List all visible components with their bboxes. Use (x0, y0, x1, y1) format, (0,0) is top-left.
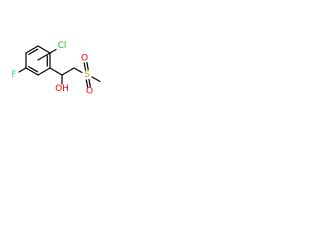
bond-sulfur-to-oxygen-top-2 (86, 61, 89, 71)
chlorine-label: Cl (58, 41, 67, 51)
fluorine-label: F (11, 70, 16, 80)
sulfonyl-oxygen-top-label: O (81, 54, 88, 64)
hydroxyl-label: OH (55, 84, 69, 94)
bond-sulfur-to-methyl (91, 76, 101, 83)
ring-bond-6 (25, 45, 39, 54)
bond-ring-to-carbinol (49, 67, 63, 76)
ring-bond-3 (37, 67, 51, 76)
ring-bond-4-inner (28, 65, 39, 73)
benzene-ring (25, 45, 51, 76)
bond-ring-to-fluorine (18, 67, 27, 73)
bond-ring-to-chlorine (49, 48, 57, 54)
ring-bond-4 (25, 67, 39, 76)
bond-carbinol-to-methylene (61, 67, 75, 76)
ring-bond-1 (37, 52, 51, 61)
sulfur-label: S (84, 70, 90, 80)
bond-sulfur-to-oxygen-top-1 (83, 62, 87, 71)
bond-methylene-to-sulfur (73, 67, 83, 74)
bond-sulfur-to-oxygen-bottom-2 (88, 78, 91, 88)
ring-bond-6-inner (28, 48, 39, 56)
sulfonyl-oxygen-bottom-label: O (86, 87, 93, 97)
ring-bond-7 (37, 45, 51, 54)
chemical-structure: F Cl OH S O O (11, 41, 101, 97)
bond-sulfur-to-oxygen-bottom-1 (85, 79, 89, 88)
